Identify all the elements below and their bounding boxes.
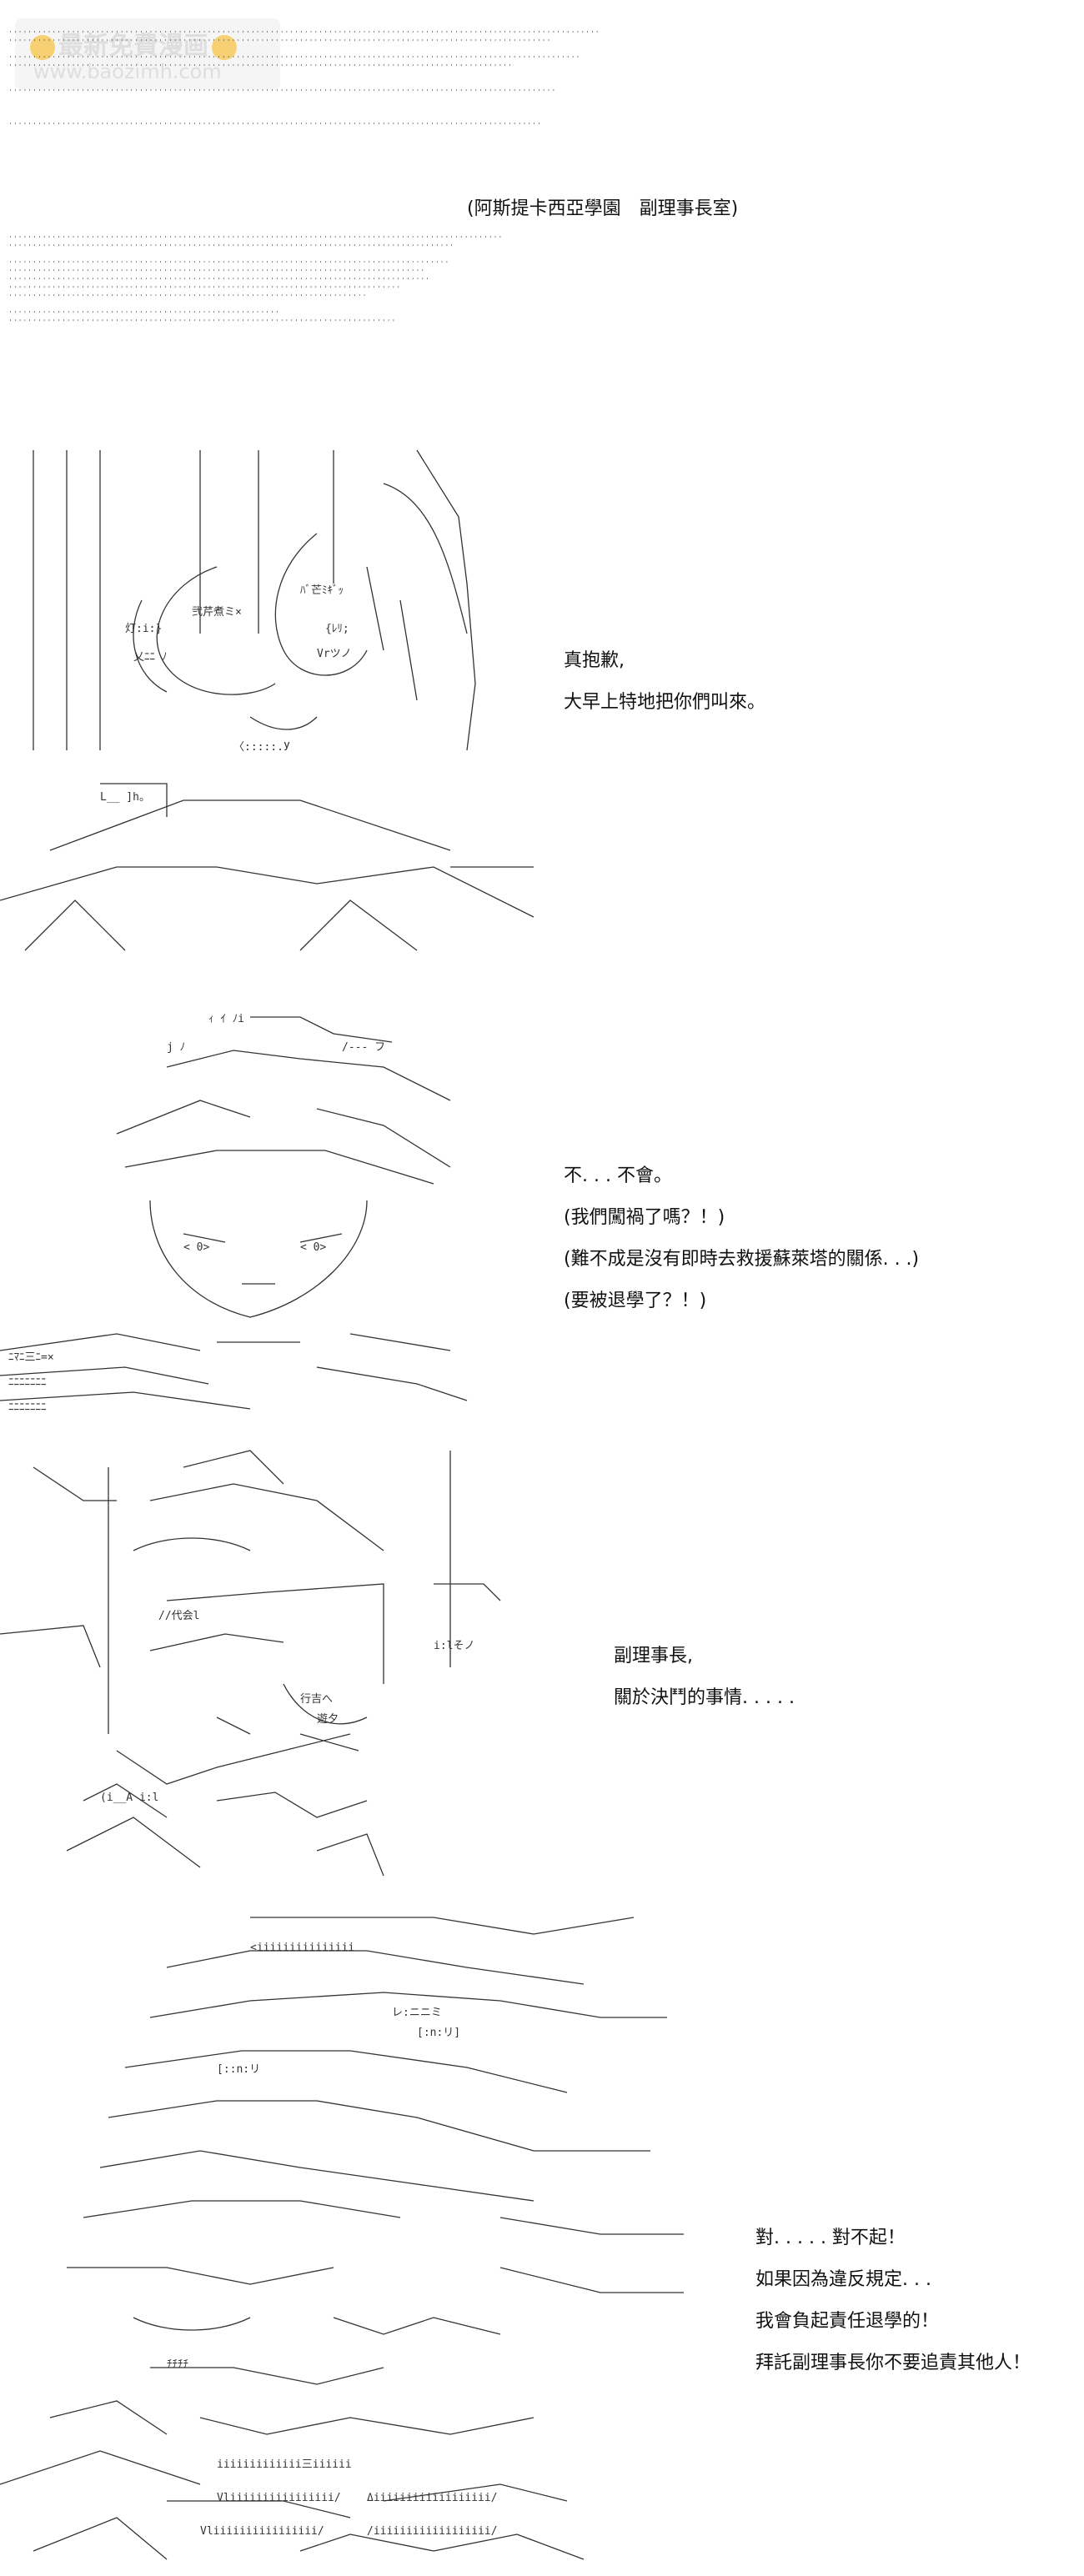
panel4-line: 如果因為違反規定. . .: [755, 2269, 931, 2290]
svg-text:[::n:リ: [::n:リ: [217, 2063, 260, 2076]
svg-text:Δiiiiiiiiiiiiiiiiii/: Δiiiiiiiiiiiiiiiiii/: [367, 2492, 498, 2504]
panel3-line: 副理事長,: [614, 1646, 693, 1666]
watermark: 最新免費漫画 www.baozimh.com: [15, 18, 280, 90]
svg-text:ﾆﾆﾆﾆﾆﾆﾆ: ﾆﾆﾆﾆﾆﾆﾆ: [8, 1376, 47, 1389]
watermark-url: www.baozimh.com: [33, 60, 222, 83]
svg-text:行吉へ: 行吉へ: [300, 1693, 333, 1706]
svg-text:〈:::::.У: 〈:::::.У: [233, 741, 290, 754]
svg-text:乂ﾆﾆ ﾉ: 乂ﾆﾆ ﾉ: [133, 651, 167, 664]
svg-text:[:n:リ]: [:n:リ]: [417, 2027, 460, 2039]
svg-text:ﾆﾏﾆ三ﾆ=×: ﾆﾏﾆ三ﾆ=×: [8, 1351, 54, 1364]
svg-text:< 0>: < 0>: [183, 1241, 209, 1254]
svg-text:<iiiiiiiiiiiiiii: <iiiiiiiiiiiiiii: [250, 1942, 354, 1954]
svg-text:Vliiiiiiiiiiiiiiii/: Vliiiiiiiiiiiiiiii/: [200, 2525, 324, 2538]
svg-text:弐芹煮ミ×: 弐芹煮ミ×: [192, 606, 242, 619]
svg-text:/--- フ: /--- フ: [342, 1041, 385, 1054]
svg-text:/iiiiiiiiiiiiiiiiii/: /iiiiiiiiiiiiiiiiii/: [367, 2525, 498, 2538]
panel1-ascii-art: 弐芹煮ミ× ﾊﾞ芒ﾐｷﾞｯ 灯:i:} {ﾚﾘ; 乂ﾆﾆ ﾉ Vrツノ L__ …: [0, 449, 534, 951]
panel2-line: (要被退學了？！): [564, 1291, 707, 1311]
dotted-ascii-lines-2: ''''''''''''''''''''''''''''''''''''''''…: [8, 235, 504, 326]
panel3-ascii-art: //代会l 行吉へ 遊夕 i:lそノ (i__A i:l: [0, 1450, 501, 1877]
svg-text:Vliiiiiiiiiiiiiiii/: Vliiiiiiiiiiiiiiii/: [217, 2492, 341, 2504]
svg-text:Vrツノ: Vrツノ: [317, 648, 352, 660]
svg-text:レ:ニニミ: レ:ニニミ: [392, 2007, 442, 2019]
location-caption: (阿斯提卡西亞學園 副理事長室): [467, 198, 739, 219]
svg-text:ﾊﾞ芒ﾐｷﾞｯ: ﾊﾞ芒ﾐｷﾞｯ: [300, 584, 344, 597]
panel2-line: (難不成是沒有即時去救援蘇萊塔的關係. . .): [564, 1249, 920, 1270]
svg-text:iiiiiiiiiiiii三iiiiii: iiiiiiiiiiiii三iiiiii: [217, 2458, 352, 2471]
watermark-title: 最新免費漫画: [27, 25, 240, 62]
svg-text:j ﾉ: j ﾉ: [167, 1041, 185, 1054]
svg-text:遊夕: 遊夕: [317, 1713, 339, 1726]
panel4-line: 對. . . . . 對不起！: [755, 2228, 906, 2248]
panel2-ascii-art: ｨ ｲ ﾉi j ﾉ /--- フ < 0> < 0> ﾆﾏﾆ三ﾆ=× ﾆﾆﾆﾆ…: [0, 1013, 468, 1414]
panel1-line: 大早上特地把你們叫來。: [564, 692, 766, 713]
panel4-line: 我會負起責任退學的！: [755, 2311, 940, 2332]
svg-text:灯:i:}: 灯:i:}: [125, 623, 162, 635]
svg-text://代会l: //代会l: [158, 1610, 199, 1622]
thumbs-down-emoji-icon: [30, 34, 55, 60]
dotted-ascii-lines: ''''''''''''''''''''''''''''''''''''''''…: [8, 30, 600, 129]
svg-text:ﾁﾁﾁﾁ: ﾁﾁﾁﾁ: [167, 2358, 188, 2371]
panel4-ascii-art: <iiiiiiiiiiiiiii レ:ニニミ [:n:リ] [::n:リ ﾁﾁﾁ…: [0, 1917, 684, 2560]
thumbs-down-emoji-icon: [212, 34, 237, 60]
svg-text:{ﾚﾘ;: {ﾚﾘ;: [325, 623, 349, 635]
svg-text:ｨ ｲ ﾉi: ｨ ｲ ﾉi: [208, 1013, 244, 1025]
svg-text:ﾆﾆﾆﾆﾆﾆﾆ: ﾆﾆﾆﾆﾆﾆﾆ: [8, 1401, 47, 1414]
panel2-line: 不. . . 不會。: [564, 1165, 672, 1186]
panel4-line: 拜託副理事長你不要追責其他人！: [755, 2353, 1031, 2373]
svg-text:L__ ]h。: L__ ]h。: [100, 791, 150, 804]
panel2-line: (我們闖禍了嗎？！): [564, 1207, 725, 1228]
svg-text:i:lそノ: i:lそノ: [434, 1640, 474, 1652]
svg-text:(i__A i:l: (i__A i:l: [100, 1792, 158, 1804]
svg-text:< 0>: < 0>: [300, 1241, 326, 1254]
panel1-line: 真抱歉,: [564, 650, 625, 671]
panel3-line: 關於決鬥的事情. . . . .: [614, 1687, 795, 1708]
